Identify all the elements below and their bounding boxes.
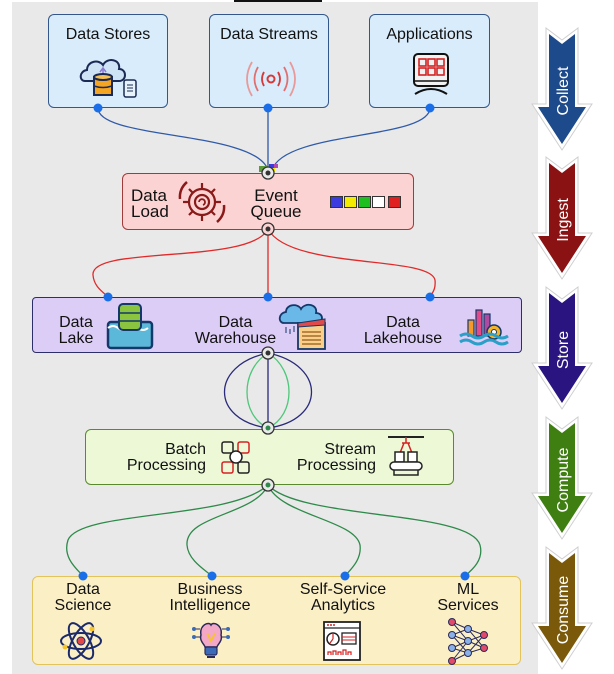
stage-label: Collect: [555, 66, 572, 115]
stage-arrow-consume: Consume: [531, 546, 593, 670]
stream-processing-label: Stream Processing: [296, 441, 376, 474]
data-lake-label: Data Lake: [58, 314, 94, 347]
connector-store-inner-right: [267, 352, 290, 429]
node-store[interactable]: Data Lake Data Warehouse Data Lakehouse: [32, 297, 522, 353]
stage-arrow-compute: Compute: [531, 416, 593, 540]
stage-label: Ingest: [555, 198, 572, 242]
stage-label: Consume: [555, 576, 572, 645]
connector-data-science: [66, 484, 269, 577]
hub-ingest-out[interactable]: [261, 222, 275, 236]
port-dot[interactable]: [425, 292, 435, 302]
queue-slot: [388, 196, 401, 208]
data-warehouse-icon: [278, 303, 326, 350]
connector-applications: [271, 106, 431, 171]
business-intelligence-label: Business Intelligence: [169, 581, 251, 614]
node-label: Data Streams: [220, 26, 318, 43]
data-science-label: Data Science: [54, 581, 112, 614]
connector-ml-services: [267, 484, 482, 577]
port-dot[interactable]: [425, 103, 435, 113]
title-bar: [234, 0, 322, 3]
node-applications[interactable]: Applications: [369, 14, 490, 108]
brain-bulb-icon: [192, 622, 230, 658]
hub-store-out[interactable]: [261, 346, 275, 360]
queue-slot: [330, 196, 343, 208]
dashboard-icon: [323, 621, 361, 661]
broadcast-signal-icon: [246, 61, 296, 97]
event-queue-label: Event Queue: [250, 186, 302, 221]
node-ingest[interactable]: Data Load Event Queue: [122, 173, 414, 230]
port-dot[interactable]: [263, 103, 273, 113]
port-dot[interactable]: [460, 571, 470, 581]
node-data-stores[interactable]: Data Stores: [48, 14, 168, 108]
hub-ingest-in[interactable]: [259, 164, 278, 180]
batch-processing-icon: [221, 441, 250, 474]
connector-store-left: [223, 352, 269, 429]
node-data-streams[interactable]: Data Streams: [209, 14, 329, 108]
data-lakehouse-icon: [459, 309, 509, 346]
data-lake-icon: [106, 303, 154, 350]
connector-store-inner-left: [246, 352, 269, 429]
hub-compute-in[interactable]: [261, 421, 275, 435]
node-label: Data Stores: [65, 26, 151, 43]
queue-slot: [358, 196, 371, 208]
data-lakehouse-label: Data Lakehouse: [363, 314, 443, 347]
gear-cycle-icon: [178, 181, 226, 223]
queue-slot: [372, 196, 385, 208]
connector-data-lake: [92, 228, 269, 298]
port-dot[interactable]: [93, 103, 103, 113]
queue-icon: [330, 196, 401, 208]
connector-data-lakehouse: [267, 228, 436, 298]
port-dot[interactable]: [207, 571, 217, 581]
stream-processing-icon: [388, 436, 424, 476]
connector-store-right: [267, 352, 313, 429]
stage-label: Compute: [555, 447, 572, 512]
ml-services-label: ML Services: [437, 581, 499, 614]
stage-arrow-collect: Collect: [531, 27, 593, 151]
self-service-analytics-label: Self-Service Analytics: [299, 581, 387, 614]
hub-compute-out[interactable]: [261, 478, 275, 492]
connector-business-intelligence: [186, 484, 269, 577]
port-dot[interactable]: [263, 292, 273, 302]
data-load-label: Data Load: [131, 186, 169, 221]
queue-slot: [344, 196, 357, 208]
stage-arrow-ingest: Ingest: [531, 156, 593, 280]
neural-network-icon: [448, 618, 488, 665]
stage-label: Store: [555, 331, 572, 369]
port-dot[interactable]: [103, 292, 113, 302]
connector-self-service-analytics: [267, 484, 361, 577]
atom-icon: [60, 622, 102, 660]
port-dot[interactable]: [340, 571, 350, 581]
app-grid-monitor-icon: [413, 53, 449, 95]
stage-arrow-store: Store: [531, 286, 593, 410]
data-warehouse-label: Data Warehouse: [194, 314, 277, 347]
node-compute[interactable]: Batch Processing Stream Processing: [85, 429, 454, 485]
connector-data-stores: [97, 106, 269, 171]
node-consume[interactable]: Data Science Business Intelligence Self-…: [32, 576, 521, 665]
port-dot[interactable]: [78, 571, 88, 581]
batch-processing-label: Batch Processing: [126, 441, 206, 474]
cloud-database-icon: [79, 59, 137, 98]
node-label: Applications: [386, 26, 473, 43]
